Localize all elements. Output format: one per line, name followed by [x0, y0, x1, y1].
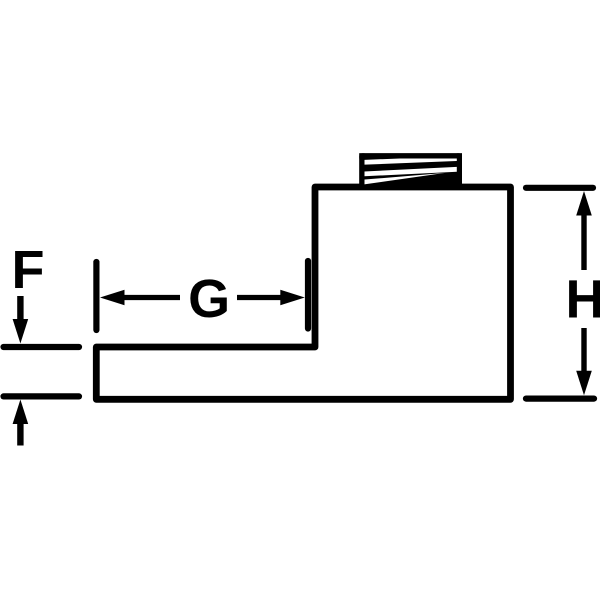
svg-text:H: H [566, 270, 600, 330]
svg-text:G: G [188, 269, 230, 329]
svg-text:F: F [12, 240, 45, 300]
